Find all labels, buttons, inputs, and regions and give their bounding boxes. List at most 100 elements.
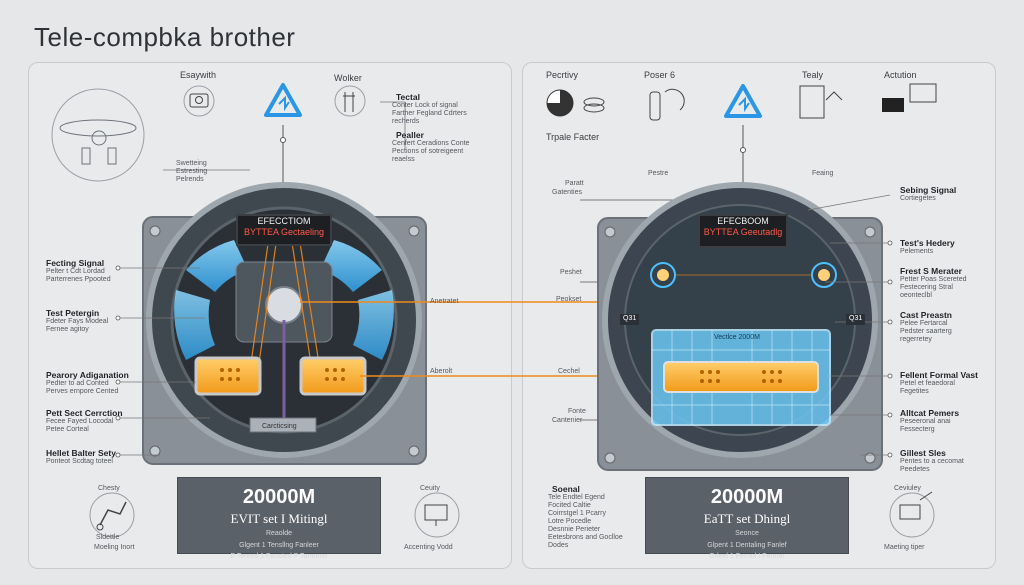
side-label-5-l1: Ponteot Scdtag toteel bbox=[46, 458, 113, 465]
side-label-1-l2: Parterrenes Ppooted bbox=[46, 276, 111, 283]
right-side-4-l3: regerretey bbox=[900, 336, 932, 343]
arrow-label-2: Aberolt bbox=[430, 368, 453, 375]
label-tectal-l3: recherds bbox=[392, 118, 420, 125]
label-tectal-l1: Conter Lock of signal bbox=[392, 102, 458, 109]
right-left-label-5b: Cantenier bbox=[552, 417, 583, 424]
left-sketch-icon bbox=[51, 88, 145, 182]
label-mid-3: Pelrends bbox=[176, 176, 204, 183]
page-title: Tele-compbka brother bbox=[34, 22, 296, 52]
left-orange-module-2 bbox=[299, 356, 367, 396]
right-left-label-5: Fonte bbox=[568, 408, 586, 415]
right-orange-module bbox=[663, 361, 819, 393]
left-device-label: Carcticsing bbox=[262, 423, 297, 430]
right-side-4-l2: Pedster saarterg bbox=[900, 328, 952, 335]
label-mid-1: Swetteing bbox=[176, 160, 207, 167]
plug-icon bbox=[649, 88, 685, 121]
bottom-left-label-3: Moeling Inort bbox=[94, 544, 135, 551]
right-left-label-2: Peshet bbox=[560, 269, 582, 276]
right-side-2-l1: Pelements bbox=[900, 248, 934, 255]
right-bottom-label-2: Maeting tiper bbox=[884, 544, 925, 551]
workstation-icon bbox=[889, 491, 935, 538]
label-tectal: Tectal bbox=[396, 92, 420, 102]
label-pealler: Pealler bbox=[396, 130, 424, 140]
label-pealler-l3: reaelss bbox=[392, 156, 415, 163]
right-screen: EFECBOOM BYTTEA Geeutadlg bbox=[698, 214, 788, 248]
right-info-box: 20000M EaTT set Dhingl Seonce Glpent 1 D… bbox=[645, 477, 849, 560]
soenal-heading: Soenal bbox=[552, 484, 580, 494]
side-label-4-l2: Petee Corteal bbox=[46, 426, 89, 433]
soenal-l6: Eetesbrons and Goclloe bbox=[548, 534, 623, 541]
right-side-1-title: Sebing Signal bbox=[900, 185, 957, 195]
camera-icon bbox=[183, 85, 215, 117]
left-info-l2: Glgent 1 Tensllng Fanleer bbox=[239, 541, 319, 549]
tools-icon bbox=[334, 85, 366, 117]
monitor-icon bbox=[414, 492, 460, 538]
label-trpale-facter: Trpale Facter bbox=[546, 132, 600, 142]
badge-right: Q31 bbox=[846, 314, 866, 325]
right-screen-line2: BYTTEA Geeutadlg bbox=[703, 227, 783, 237]
right-side-4-title: Cast Preastn bbox=[900, 310, 952, 320]
right-side-7-l2: Peedetes bbox=[900, 466, 930, 473]
right-side-2-title: Test's Hedery bbox=[900, 238, 955, 248]
side-label-2-title: Test Petergin bbox=[46, 308, 100, 318]
label-wolker: Wolker bbox=[334, 73, 362, 83]
pie-chart-icon bbox=[546, 89, 605, 117]
warning-triangle-icon-right bbox=[724, 84, 762, 118]
right-bottom-label-1: Ceviuley bbox=[894, 485, 921, 492]
label-actution: Actution bbox=[884, 70, 917, 80]
bottom-right-label-2: Accenting Vodd bbox=[404, 544, 453, 551]
soenal-l7: Dodes bbox=[548, 542, 569, 549]
right-left-label-4: Cechel bbox=[558, 368, 580, 375]
label-tectal-l2: Farther Fegland Cdrters bbox=[392, 110, 467, 117]
side-label-4-title: Pett Sect Cerrction bbox=[46, 408, 123, 418]
right-side-6-l1: Peseeronal anai bbox=[900, 418, 951, 425]
side-label-2-l2: Fernee agitoy bbox=[46, 326, 89, 333]
right-side-5-title: Fellent Formal Vast bbox=[900, 370, 978, 380]
side-label-4-l1: Fecee Fayed Locodal bbox=[46, 418, 114, 425]
label-pealler-l2: Pections of sotreigeent bbox=[392, 148, 464, 155]
side-label-5-title: Hellet Balter Sety bbox=[46, 448, 116, 458]
right-side-3-l2: Festecering Stral bbox=[900, 284, 953, 291]
side-label-2-l1: Fdeter Fays Modeal bbox=[46, 318, 109, 325]
robot-arm-icon bbox=[89, 492, 135, 538]
right-side-3-l3: oeonteclbl bbox=[900, 292, 932, 299]
right-left-label-1b: Gatenties bbox=[552, 189, 582, 196]
label-feaing: Feaing bbox=[812, 170, 834, 177]
soenal-l4: Lotre Pocedle bbox=[548, 518, 592, 525]
side-label-1-l1: Pelter t Cdt Lordad bbox=[46, 268, 105, 275]
right-info-sub: EaTT set Dhingl bbox=[703, 511, 791, 526]
warning-triangle-icon bbox=[264, 83, 302, 117]
desk-icon bbox=[882, 83, 937, 112]
left-info-l1: Reaolde bbox=[265, 530, 293, 537]
label-pealler-l1: Cenfert Ceradions Conte bbox=[392, 140, 470, 147]
right-side-5-l1: Petel et feaedoral bbox=[900, 380, 955, 387]
right-left-label-1: Paratt bbox=[565, 180, 584, 187]
side-label-3-l1: Pedter to ad Conted bbox=[46, 380, 109, 387]
right-side-5-l2: Fegetites bbox=[900, 388, 929, 395]
right-side-3-l1: Petter Poas Scereted bbox=[900, 276, 967, 283]
right-screen-line1: EFECBOOM bbox=[717, 216, 769, 226]
right-side-4-l1: Pelee Fertarcal bbox=[900, 320, 948, 327]
right-info-l1: Seonce bbox=[735, 530, 759, 537]
left-info-sub: EVIT set I Mitingl bbox=[230, 511, 328, 526]
right-info-l2: Glpent 1 Dentaling Fanlef bbox=[707, 541, 787, 549]
right-info-value: 20000M bbox=[710, 486, 784, 508]
right-info-l3: Grleel 1 Ferrad I Farmer bbox=[709, 553, 785, 560]
side-label-3-title: Pearory Adiganation bbox=[46, 370, 129, 380]
label-tealy: Tealy bbox=[802, 70, 824, 80]
label-pestre: Pestre bbox=[648, 170, 669, 177]
label-poser: Poser 6 bbox=[644, 70, 676, 80]
label-mid-2: Estresting bbox=[176, 168, 208, 175]
left-info-box: 20000M EVIT set I Mitingl Reaolde Glgent… bbox=[177, 477, 381, 560]
right-side-6-title: Alltcat Pemers bbox=[900, 408, 960, 418]
left-info-l3: E Tereed 1 Fanoted P Tormmer bbox=[230, 553, 328, 560]
left-screen-line2: BYTTEA Gectaeling bbox=[243, 227, 325, 237]
soenal-l2: Focited Caltie bbox=[548, 502, 591, 509]
left-screen-line1: EFECCTIOM bbox=[257, 216, 311, 226]
right-side-6-l2: Fessecterg bbox=[900, 426, 935, 433]
badge-left: Q31 bbox=[620, 314, 640, 325]
bottom-left-label-2: Sldettle bbox=[96, 534, 120, 541]
soenal-l3: Coirrstgel 1 Pcarry bbox=[548, 510, 606, 517]
